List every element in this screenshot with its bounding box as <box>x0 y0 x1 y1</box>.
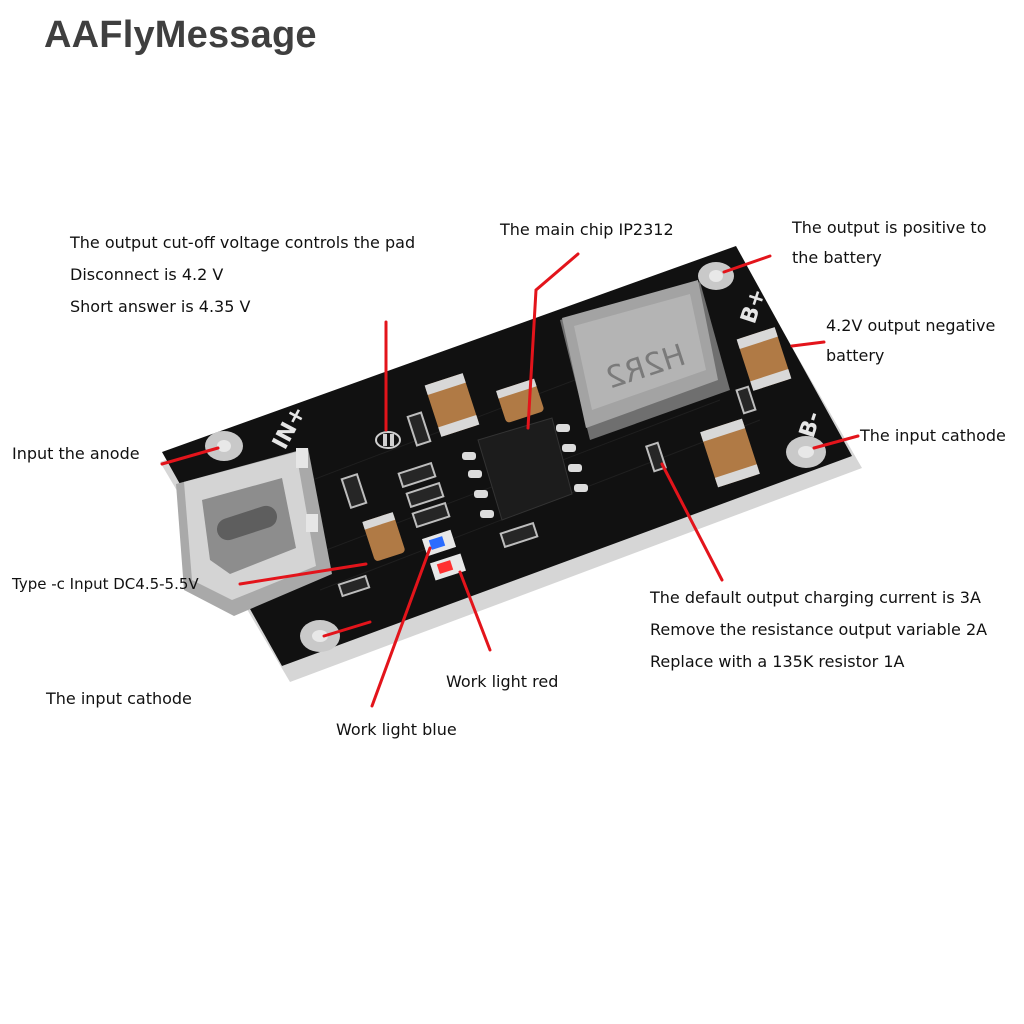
label-output-negative-line-2: battery <box>826 346 885 365</box>
label-output-positive-line-2: the battery <box>792 248 882 267</box>
label-charging-current-line-1: The default output charging current is 3… <box>650 588 981 607</box>
label-input-anode: Input the anode <box>12 444 140 463</box>
inductor-h2r2: H2R2 <box>560 280 730 440</box>
pad-in-plus <box>205 431 243 461</box>
pointer-input-anode <box>160 446 220 466</box>
brand-watermark: AAFlyMessage <box>44 14 317 56</box>
label-cutoff: The output cut-off voltage controls the … <box>70 227 415 323</box>
pointer-light-red <box>458 570 492 652</box>
pointer-light-blue <box>370 546 432 708</box>
label-output-negative: 4.2V output negative battery <box>826 311 995 371</box>
label-light-blue: Work light blue <box>336 720 457 739</box>
label-cutoff-line-1: The output cut-off voltage controls the … <box>70 233 416 252</box>
pointer-input-cathode-left <box>322 620 372 638</box>
label-charging-current-line-2: Remove the resistance output variable 2A <box>650 620 988 639</box>
solder-jumper-pad <box>375 431 401 449</box>
pointer-input-cathode-right <box>812 434 860 450</box>
label-light-red: Work light red <box>446 672 559 691</box>
pointer-charging-current <box>660 462 724 582</box>
capacitors <box>362 327 792 561</box>
usb-type-c-connector <box>176 448 332 616</box>
pointer-output-negative <box>790 340 826 348</box>
label-cutoff-line-3: Short answer is 4.35 V <box>70 297 251 316</box>
pointer-output-positive <box>722 254 772 274</box>
pointer-type-c <box>238 562 368 586</box>
pad-b-minus <box>786 436 826 468</box>
pointer-lines <box>160 252 860 708</box>
pad-in-minus <box>300 620 340 652</box>
label-type-c: Type -c Input DC4.5-5.5V <box>12 575 199 593</box>
label-output-positive-line-1: The output is positive to <box>792 218 987 237</box>
led-red <box>430 553 466 581</box>
label-input-cathode-right: The input cathode <box>860 426 1006 445</box>
label-main-chip: The main chip IP2312 <box>500 220 674 239</box>
pad-b-plus <box>698 262 734 290</box>
label-output-positive: The output is positive to the battery <box>792 213 986 273</box>
resistors <box>337 385 757 598</box>
label-charging-current-line-3: Replace with a 135K resistor 1A <box>650 652 905 671</box>
label-output-negative-line-1: 4.2V output negative <box>826 316 996 335</box>
label-input-cathode-left: The input cathode <box>46 689 192 708</box>
pointer-main-chip <box>526 252 580 430</box>
label-charging-current: The default output charging current is 3… <box>650 582 987 678</box>
label-cutoff-line-2: Disconnect is 4.2 V <box>70 265 224 284</box>
main-chip-ip2312 <box>462 417 588 521</box>
